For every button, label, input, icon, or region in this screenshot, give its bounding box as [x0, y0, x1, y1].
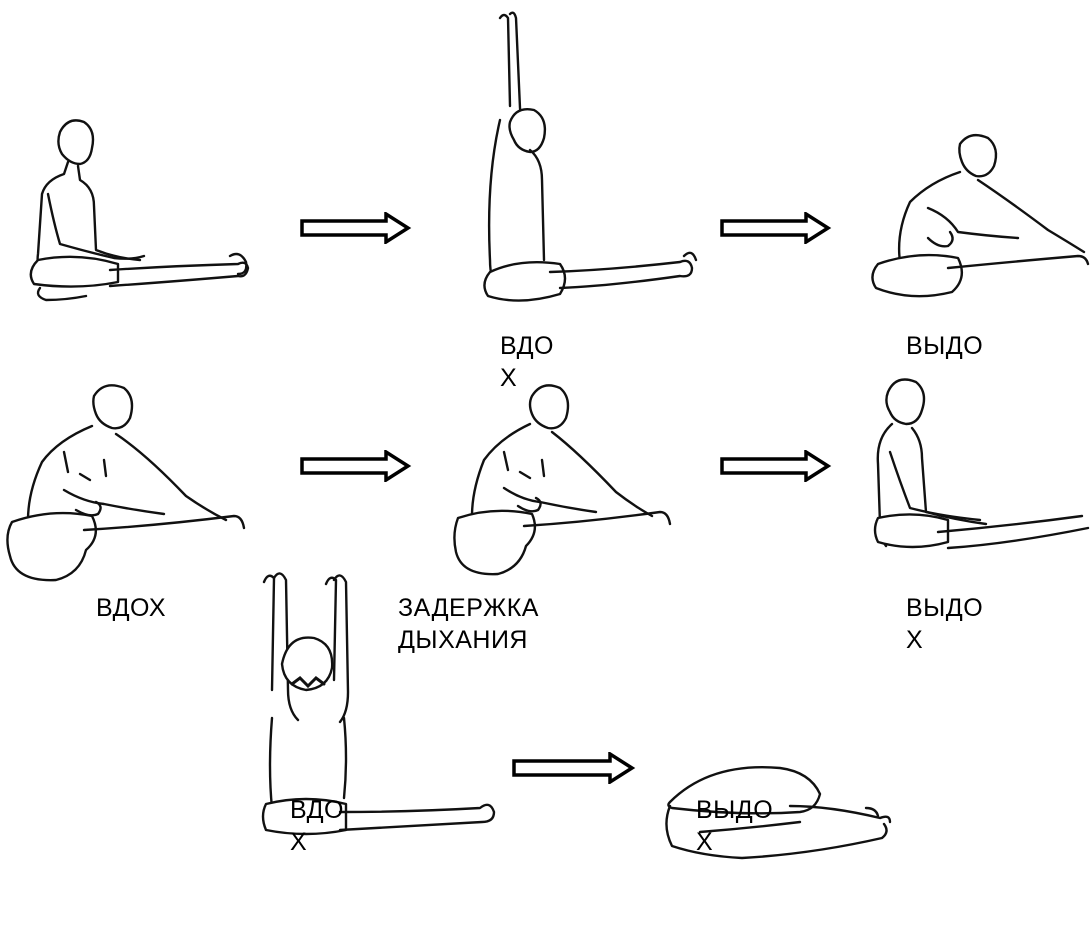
caption-exhale: ВЫДО [906, 330, 983, 362]
caption-exhale: ВЫДО Х [696, 794, 773, 858]
row2-fig3-seated-figure [868, 368, 1091, 573]
right-arrow-icon [720, 450, 832, 482]
row1-fig3-twist-reach-figure [868, 128, 1091, 313]
row2-fig1-twist-reach-figure [4, 380, 244, 595]
caption-inhale: ВДО Х [290, 794, 344, 858]
caption-inhale: ВДОХ [96, 592, 166, 624]
right-arrow-icon [300, 212, 412, 244]
right-arrow-icon [720, 212, 832, 244]
right-arrow-icon [512, 752, 636, 784]
right-arrow-icon [300, 450, 412, 482]
caption-exhale: ВЫДО Х [906, 592, 983, 656]
row1-fig1-seated-figure [10, 110, 250, 315]
row2-fig2-twist-reach-figure [452, 380, 672, 585]
row1-fig2-arm-raised-figure [470, 10, 710, 315]
